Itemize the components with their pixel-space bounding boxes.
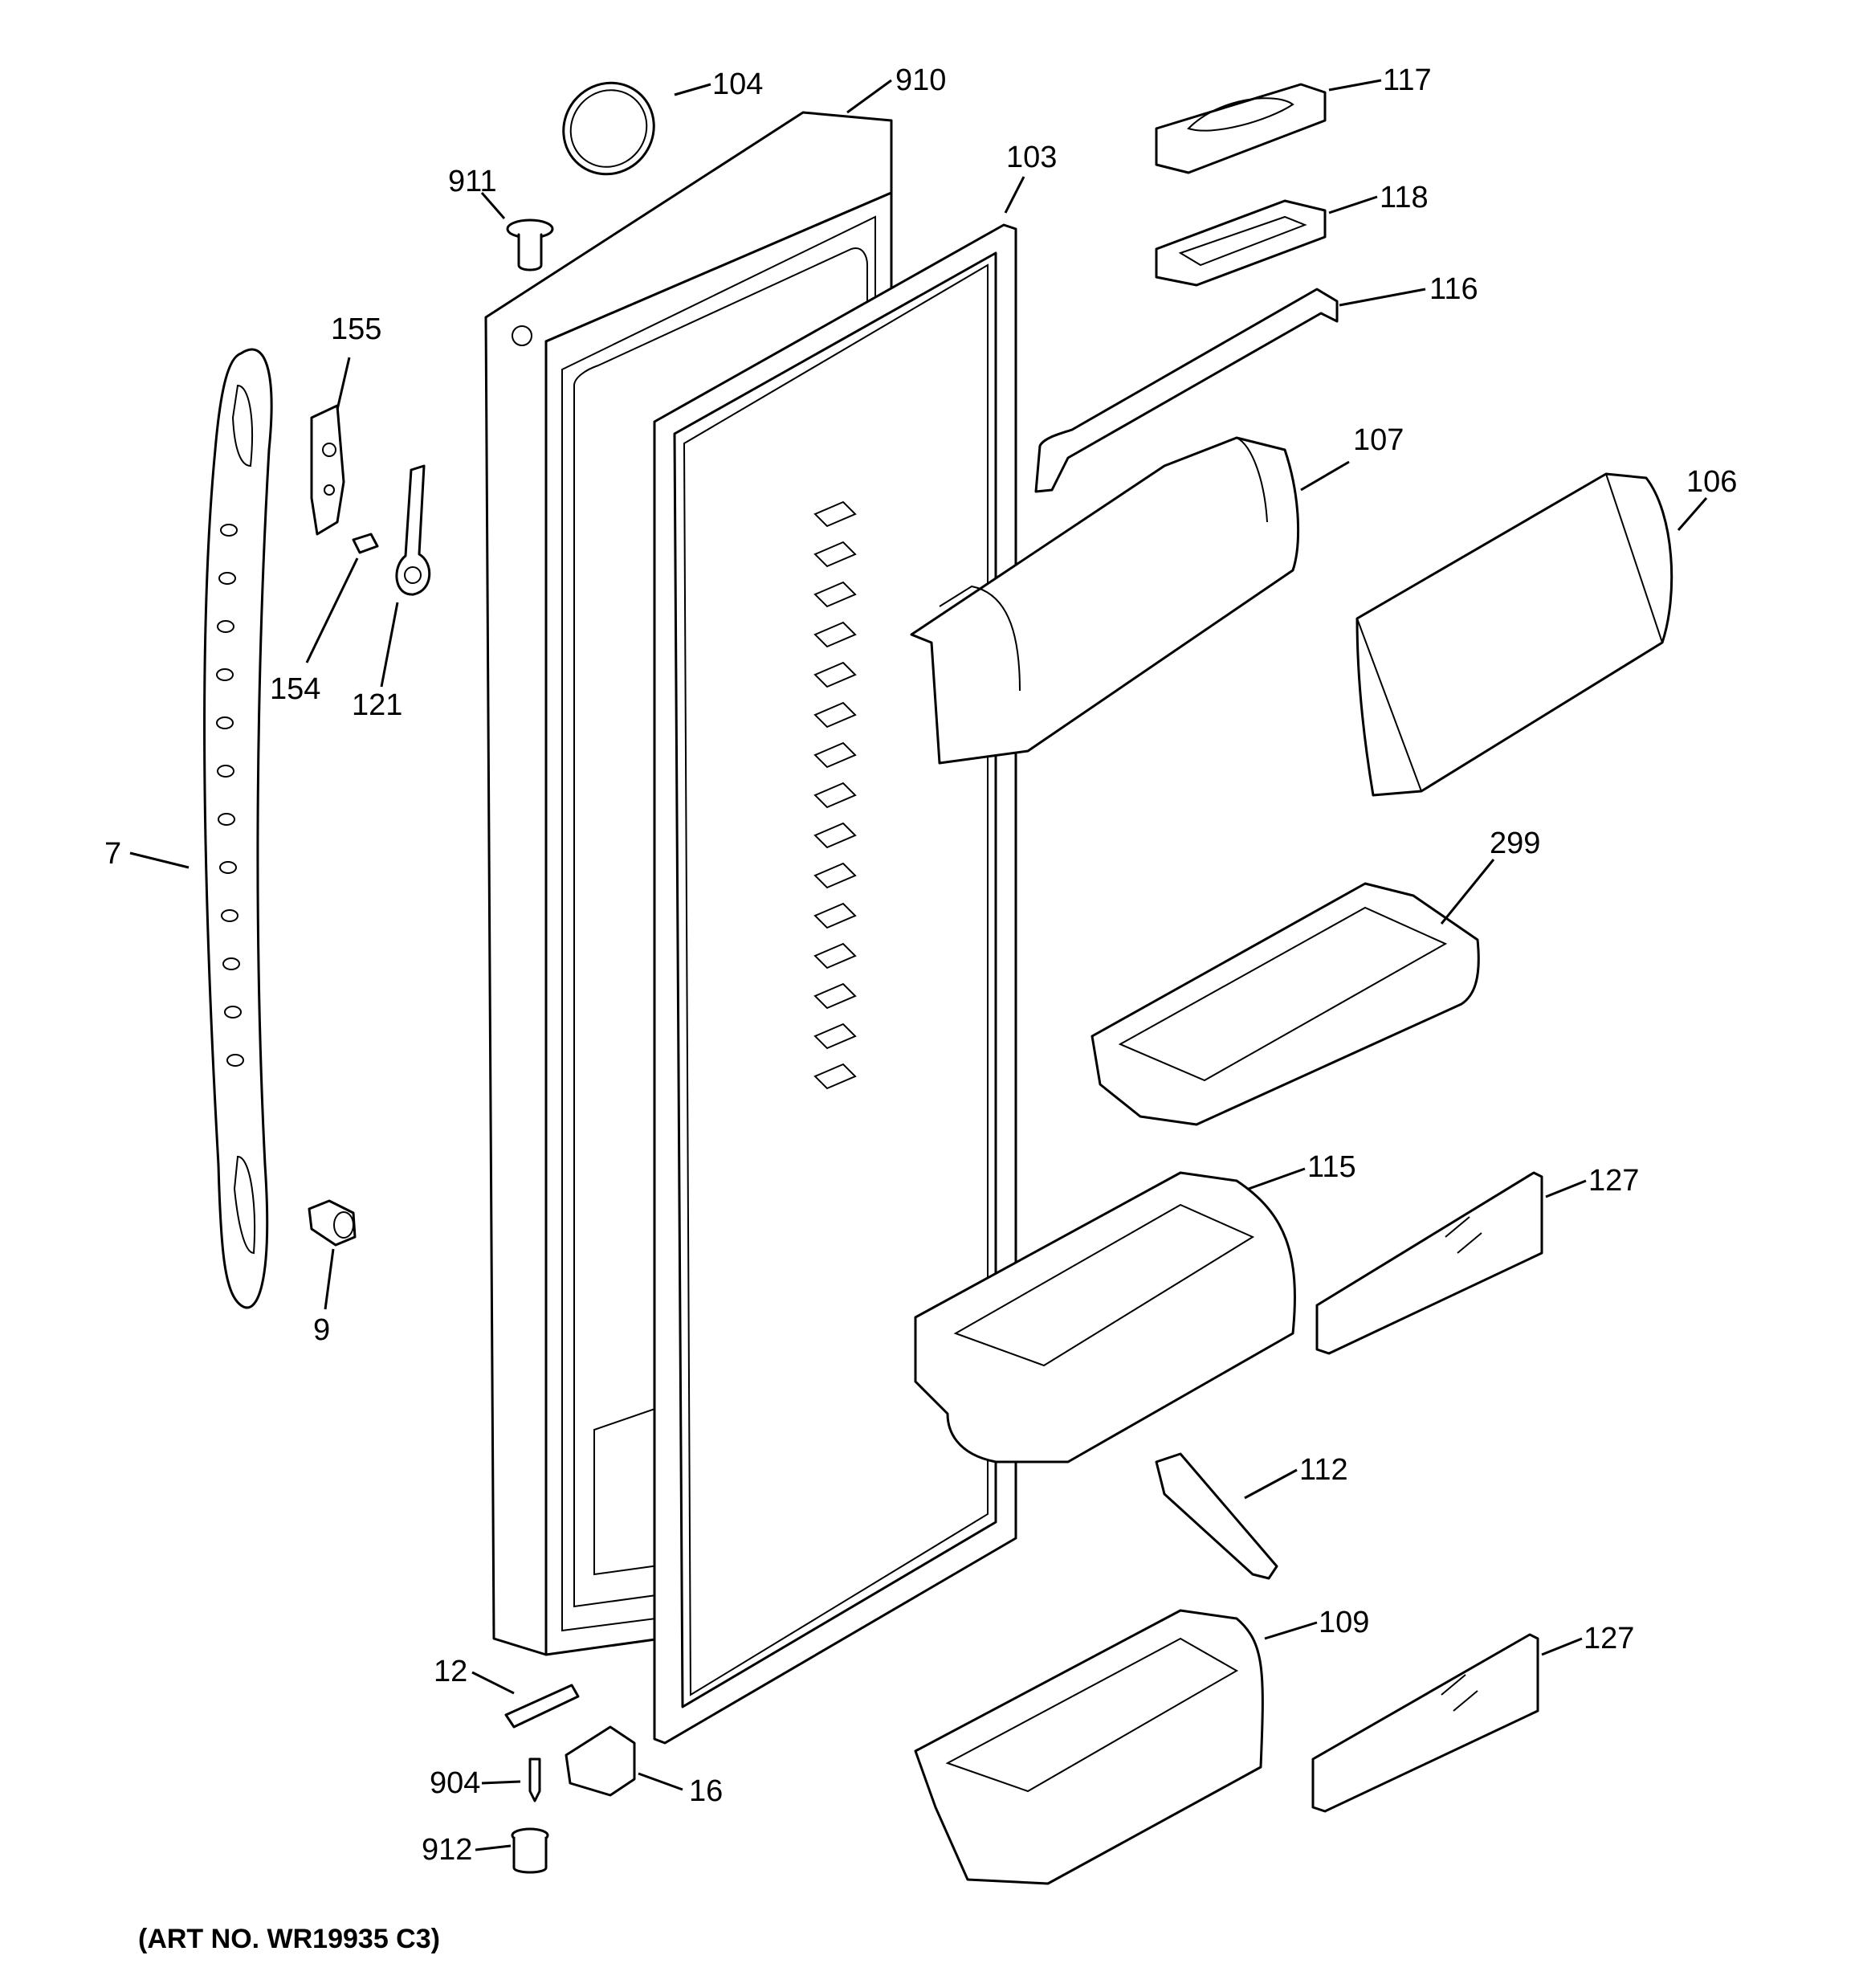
callout-155: 155 — [331, 312, 381, 346]
shim-12-part — [504, 1684, 580, 1729]
divider-112-part — [1155, 1452, 1278, 1580]
bin-115-part — [914, 1171, 1296, 1463]
callout-109: 109 — [1319, 1606, 1369, 1639]
callout-911: 911 — [448, 165, 497, 198]
cover-127-upper-part — [1315, 1171, 1543, 1355]
cover-106-part — [1355, 472, 1673, 797]
bar-116-part — [1034, 288, 1339, 493]
bin-109-part — [914, 1609, 1264, 1885]
tray-118-part — [1155, 199, 1327, 287]
door-gasket-part — [653, 223, 1017, 1745]
callout-127-upper: 127 — [1588, 1164, 1639, 1198]
callout-154: 154 — [270, 672, 320, 706]
handle-screw-part — [308, 1199, 357, 1247]
callout-9: 9 — [313, 1313, 330, 1347]
screw-904-part — [528, 1757, 541, 1802]
callout-107: 107 — [1353, 423, 1404, 457]
callout-7: 7 — [104, 837, 121, 871]
screw-154-part — [352, 533, 379, 554]
callout-299: 299 — [1490, 827, 1540, 860]
hinge-bushing-911-part — [506, 218, 554, 271]
liner-shelf-supports — [813, 500, 857, 1090]
hinge-bracket-part — [310, 404, 345, 536]
key-tool-part — [395, 464, 431, 596]
hinge-16-part — [565, 1725, 636, 1797]
callout-118: 118 — [1380, 181, 1429, 214]
callout-116: 116 — [1429, 272, 1478, 306]
bushing-912-part — [511, 1827, 549, 1874]
callout-12: 12 — [434, 1655, 467, 1688]
callout-117: 117 — [1383, 63, 1432, 97]
callout-904: 904 — [430, 1766, 480, 1800]
callout-115: 115 — [1307, 1150, 1356, 1184]
ring-seal-part — [562, 81, 655, 176]
callout-106: 106 — [1686, 465, 1737, 499]
callout-910: 910 — [895, 63, 946, 97]
callout-912: 912 — [422, 1833, 472, 1867]
callout-103: 103 — [1006, 141, 1057, 174]
callout-127-lower: 127 — [1584, 1622, 1634, 1655]
cap-117-part — [1155, 83, 1327, 174]
bin-299-part — [1090, 882, 1480, 1126]
handle-part — [203, 348, 273, 1309]
art-number: (ART NO. WR19935 C3) — [138, 1924, 440, 1954]
callout-121: 121 — [352, 688, 402, 722]
cover-127-lower-part — [1311, 1633, 1539, 1813]
callout-16: 16 — [689, 1774, 723, 1808]
callout-112: 112 — [1299, 1453, 1348, 1487]
bin-107-part — [910, 436, 1300, 765]
callout-104: 104 — [712, 67, 763, 101]
callout-labels: 104 910 911 103 117 118 116 155 154 121 … — [104, 63, 1737, 1867]
leader-lines — [129, 79, 1708, 1851]
